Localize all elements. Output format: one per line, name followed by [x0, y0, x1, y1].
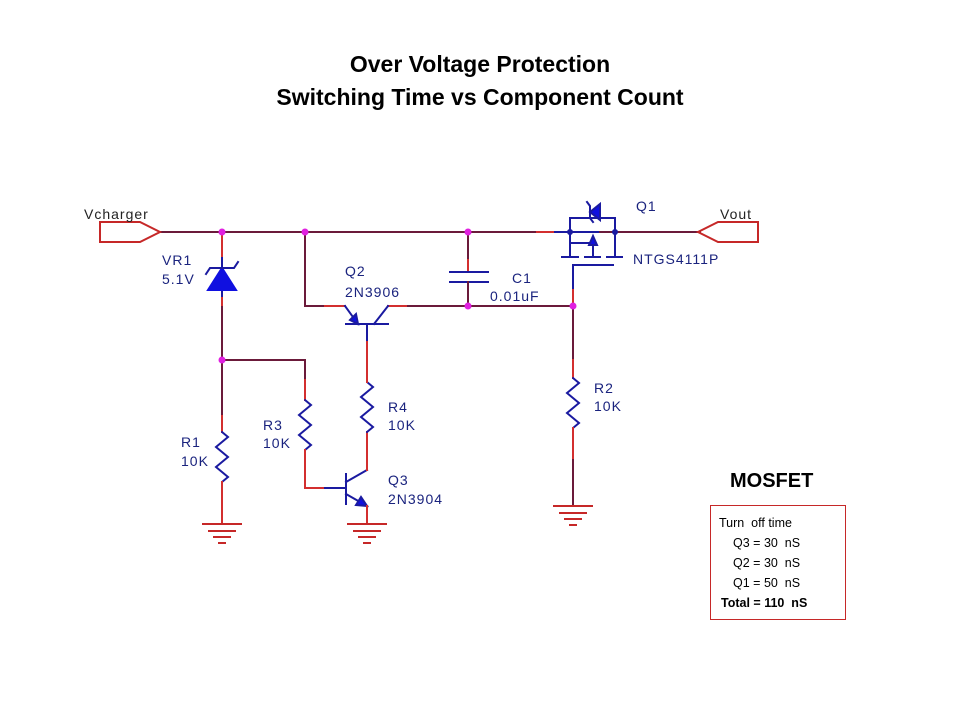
timing-row-q3: Q3 = 30 nS	[719, 533, 845, 553]
junction-dot	[464, 228, 472, 236]
r3-ref: R3	[263, 417, 283, 433]
vout-label: Vout	[720, 206, 752, 222]
ground-icon	[347, 523, 387, 544]
junction-dot	[218, 356, 226, 364]
vcharger-port-icon	[99, 221, 163, 243]
timing-total-label: Total	[721, 596, 750, 610]
q2-ref: Q2	[345, 263, 366, 279]
timing-label: Q3	[733, 536, 750, 550]
mosfet-heading: MOSFET	[730, 470, 814, 492]
q3-ref: Q3	[388, 472, 409, 488]
timing-value: = 30 nS	[753, 556, 801, 570]
c1-value: 0.01uF	[490, 288, 540, 304]
r2-ref: R2	[594, 380, 614, 396]
ground-icon	[202, 523, 242, 544]
junction-dot	[567, 229, 573, 235]
ground-icon	[553, 505, 593, 526]
c1-ref: C1	[512, 270, 532, 286]
timing-row-total: Total = 110 nS	[719, 593, 845, 613]
title-line-2: Switching Time vs Component Count	[276, 84, 684, 110]
vr1-ref: VR1	[162, 252, 192, 268]
vout-port-icon	[695, 221, 759, 243]
r4-value: 10K	[388, 417, 416, 433]
timing-caption: Turn off time	[719, 516, 792, 530]
resistor-r3-icon	[297, 399, 313, 451]
r1-value: 10K	[181, 453, 209, 469]
timing-value: = 30 nS	[753, 536, 801, 550]
timing-row-q2: Q2 = 30 nS	[719, 553, 845, 573]
junction-dot	[612, 229, 618, 235]
turn-off-time-box: Turn off time Q3 = 30 nS Q2 = 30 nS Q1 =…	[710, 505, 846, 620]
timing-total-value: = 110 nS	[753, 596, 808, 610]
q1-value: NTGS4111P	[633, 251, 719, 267]
timing-row-q1: Q1 = 50 nS	[719, 573, 845, 593]
junction-dots	[218, 228, 577, 364]
timing-value: = 50 nS	[753, 576, 801, 590]
q2-value: 2N3906	[345, 284, 400, 300]
r2-value: 10K	[594, 398, 622, 414]
q3-value: 2N3904	[388, 491, 443, 507]
resistor-r2-icon	[565, 377, 581, 429]
junction-dot	[218, 228, 226, 236]
resistor-r1-icon	[214, 431, 230, 483]
junction-dot	[569, 302, 577, 310]
r1-ref: R1	[181, 434, 201, 450]
vcharger-label: Vcharger	[84, 206, 149, 222]
zener-diode-icon	[204, 260, 240, 291]
p-mosfet-q1-icon	[554, 200, 623, 291]
junction-dot	[301, 228, 309, 236]
capacitor-c1-icon	[449, 271, 489, 283]
npn-transistor-q3-icon	[344, 468, 369, 508]
vr1-value: 5.1V	[162, 271, 195, 287]
title-line-1: Over Voltage Protection	[349, 51, 611, 77]
q1-ref: Q1	[636, 198, 657, 214]
junction-dot	[464, 302, 472, 310]
timing-label: Q1	[733, 576, 750, 590]
r4-ref: R4	[388, 399, 408, 415]
r3-value: 10K	[263, 435, 291, 451]
timing-label: Q2	[733, 556, 750, 570]
pnp-transistor-q2-icon	[343, 304, 390, 326]
resistor-r4-icon	[359, 381, 375, 433]
